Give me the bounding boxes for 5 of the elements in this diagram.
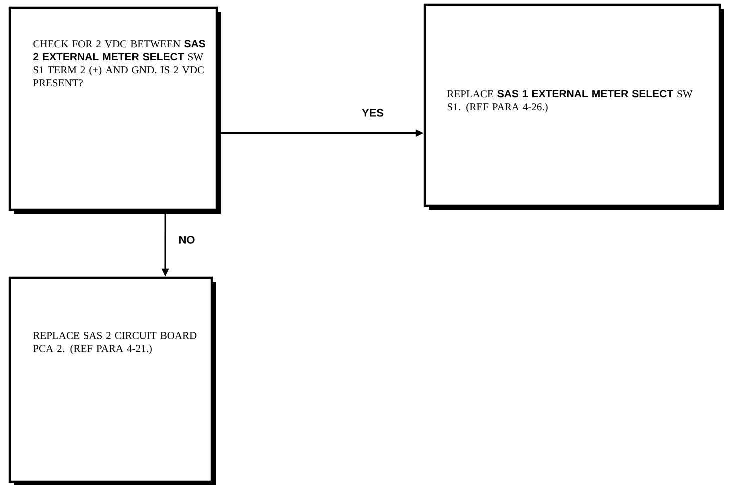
process-box: REPLACE SAS 1 EXTERNAL METER SELECT SW S1. (REF PARA 4-26.)	[424, 4, 724, 210]
process-box: REPLACE SAS 2 CIRCUIT BOARD PCA 2. (REF PARA 4-21.)	[8, 276, 216, 485]
edge-label: YES	[361, 108, 385, 118]
process-box: CHECK FOR 2 VDC BETWEEN SAS 2 EXTERNAL METER SELECT SW S1 TERM 2 (+) AND GND. IS 2 VDC PRESENT?	[8, 6, 221, 214]
edge-label: NO	[178, 235, 196, 245]
